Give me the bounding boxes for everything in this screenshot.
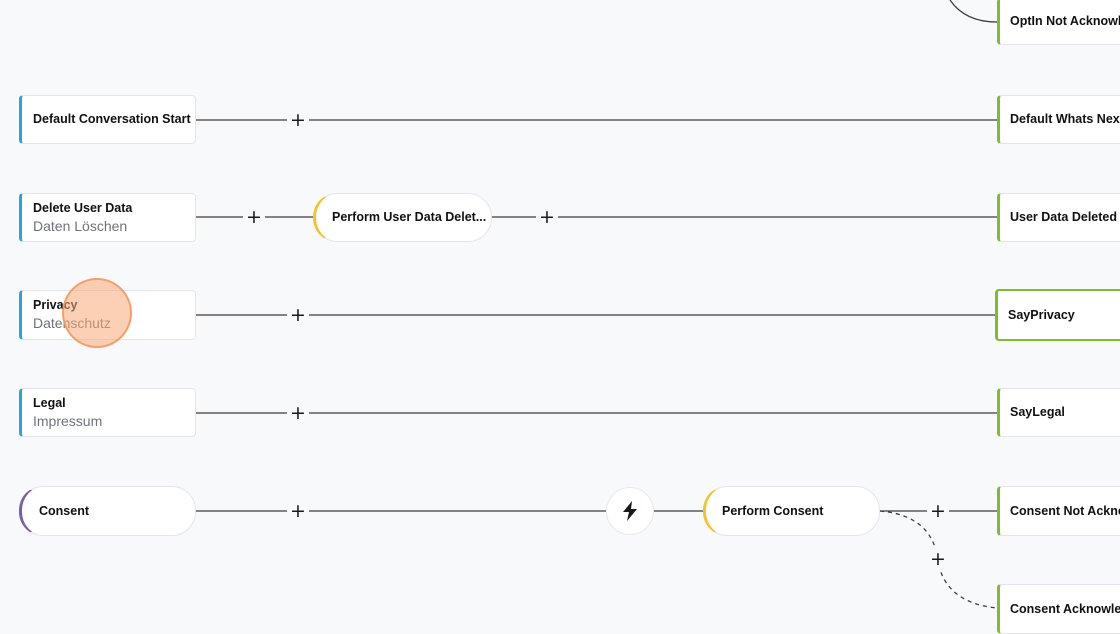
lightning-icon bbox=[623, 501, 637, 521]
add-step-plus-icon[interactable]: + bbox=[287, 402, 309, 424]
intent-node-default-conversation-start[interactable]: Default Conversation Start bbox=[19, 95, 196, 144]
click-indicator bbox=[62, 278, 132, 348]
say-node-label: Consent Acknowled bbox=[1010, 601, 1120, 616]
say-node-label: OptIn Not Acknowle bbox=[1010, 14, 1120, 28]
add-step-plus-icon[interactable]: + bbox=[287, 109, 309, 131]
say-node-default-whats-next[interactable]: Default Whats Next bbox=[997, 95, 1120, 144]
action-node-label: Perform User Data Delet... bbox=[332, 210, 487, 224]
say-node-label: User Data Deleted bbox=[1010, 210, 1117, 224]
say-node-label: SayPrivacy bbox=[1008, 307, 1075, 322]
add-step-plus-icon[interactable]: + bbox=[287, 304, 309, 326]
add-step-plus-icon[interactable]: + bbox=[927, 500, 949, 522]
intent-node-legal[interactable]: Legal Impressum bbox=[19, 388, 196, 437]
say-node-consent-not-acknowledged[interactable]: Consent Not Ackno bbox=[997, 486, 1120, 536]
say-node-say-legal[interactable]: SayLegal bbox=[997, 388, 1120, 437]
say-node-label: Consent Not Ackno bbox=[1010, 503, 1120, 518]
say-node-say-privacy[interactable]: SayPrivacy bbox=[995, 289, 1120, 341]
intent-node-subtitle: Impressum bbox=[33, 412, 103, 429]
say-node-label: SayLegal bbox=[1010, 405, 1065, 419]
say-node-user-data-deleted[interactable]: User Data Deleted bbox=[997, 193, 1120, 242]
add-step-plus-icon[interactable]: + bbox=[927, 548, 949, 570]
say-node-label: Default Whats Next bbox=[1010, 112, 1120, 126]
add-step-plus-icon[interactable]: + bbox=[536, 206, 558, 228]
intent-node-title: Legal bbox=[33, 395, 66, 410]
trigger-node-label: Consent bbox=[39, 503, 89, 518]
action-node-perform-user-data-delete[interactable]: Perform User Data Delet... bbox=[313, 193, 492, 242]
intent-node-title: Default Conversation Start bbox=[33, 112, 191, 126]
say-node-optin-not-acknowledged[interactable]: OptIn Not Acknowle bbox=[997, 0, 1120, 45]
intent-node-title: Delete User Data bbox=[33, 200, 133, 215]
trigger-lightning-button[interactable] bbox=[606, 487, 654, 535]
trigger-node-consent[interactable]: Consent bbox=[19, 486, 196, 536]
action-node-perform-consent[interactable]: Perform Consent bbox=[703, 486, 880, 536]
intent-node-subtitle: Daten Löschen bbox=[33, 217, 128, 234]
add-step-plus-icon[interactable]: + bbox=[243, 206, 265, 228]
intent-node-delete-user-data[interactable]: Delete User Data Daten Löschen bbox=[19, 193, 196, 242]
add-step-plus-icon[interactable]: + bbox=[287, 500, 309, 522]
say-node-consent-acknowledged[interactable]: Consent Acknowled bbox=[997, 584, 1120, 634]
action-node-label: Perform Consent bbox=[722, 503, 824, 518]
